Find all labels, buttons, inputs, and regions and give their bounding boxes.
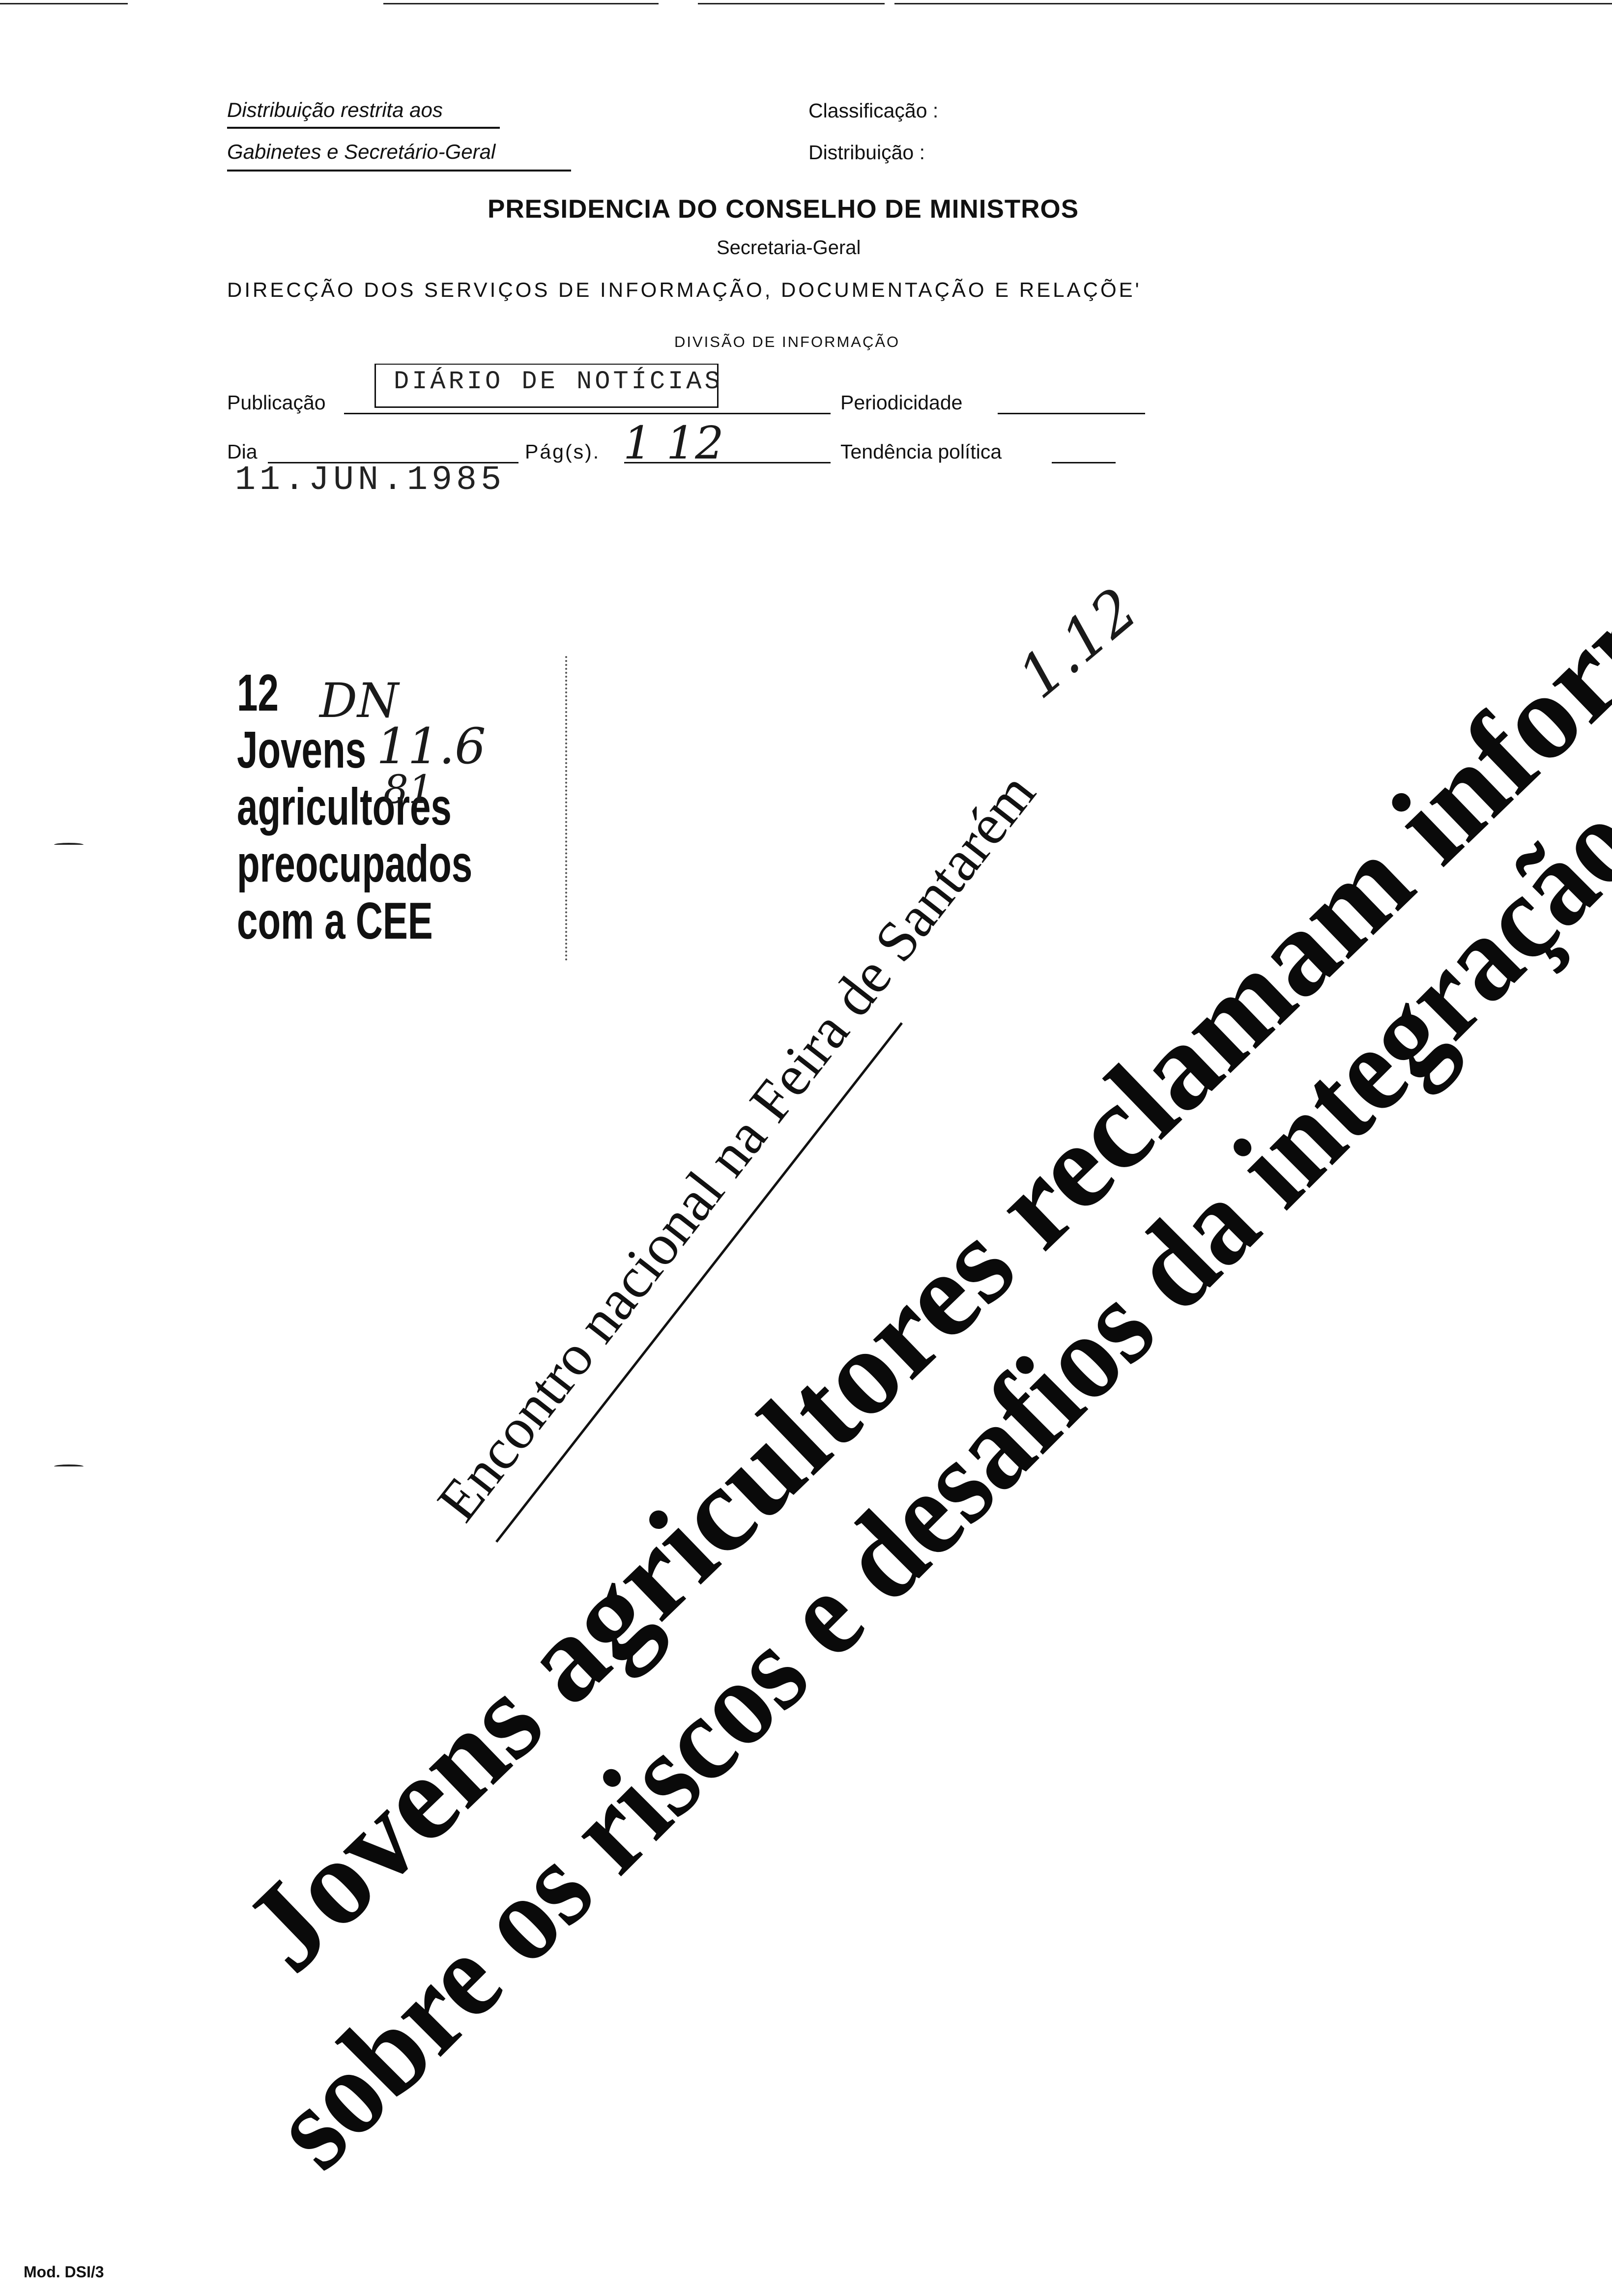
- clipping-page-number: 12: [237, 664, 279, 722]
- clipping-headline-line: com a CEE: [237, 892, 433, 950]
- clipping-headline-line: Jovens: [237, 721, 367, 779]
- margin-mark: [54, 1464, 84, 1468]
- classification-label: Classificação :: [808, 99, 939, 122]
- pages-fill-line: [624, 462, 831, 463]
- clipping-headline-line: preocupados: [237, 835, 473, 893]
- institution-title: PRESIDENCIA DO CONSELHO DE MINISTROS: [488, 195, 1079, 224]
- pages-label: Pág(s).: [525, 440, 601, 463]
- day-fill-line: [268, 462, 518, 463]
- scan-top-rule: [0, 3, 128, 4]
- clipping-border-mark: [565, 656, 567, 961]
- underline: [227, 170, 571, 172]
- scan-top-rule: [894, 3, 1612, 4]
- department-title: DIRECÇÃO DOS SERVIÇOS DE INFORMAÇÃO, DOC…: [227, 278, 1142, 301]
- scan-top-rule: [698, 3, 885, 4]
- secretariat-subtitle: Secretaria-Geral: [717, 237, 861, 258]
- publication-fill-line: [344, 413, 831, 414]
- handwritten-note-date: 11.6: [376, 718, 486, 775]
- pages-handwritten-value: 1 12: [623, 417, 724, 469]
- margin-mark: [54, 843, 84, 847]
- distribution-restriction-line1: Distribuição restrita aos: [227, 98, 443, 121]
- periodicity-fill-line: [998, 413, 1145, 414]
- day-label: Dia: [227, 440, 258, 463]
- distribution-restriction-line2: Gabinetes e Secretário-Geral: [227, 140, 496, 163]
- handwritten-note-year: 81: [383, 767, 433, 812]
- publication-label: Publicação: [227, 391, 326, 414]
- handwritten-article-ref: 1.12: [1006, 575, 1151, 712]
- article-headline-line1: Jovens agricultores reclamam informação: [218, 373, 1612, 1997]
- political-tendency-label: Tendência política: [840, 440, 1002, 463]
- underline: [227, 127, 500, 129]
- form-code: Mod. DSI/3: [24, 2263, 104, 2281]
- periodicity-label: Periodicidade: [840, 391, 963, 414]
- date-stamp: 11.JUN.1985: [235, 461, 506, 500]
- clipping-headline-block: 12 Jovens agricultores preocupados com a…: [237, 664, 564, 949]
- political-tendency-fill-line: [1052, 462, 1116, 463]
- handwritten-note-dn: DN: [319, 673, 399, 728]
- division-title: DIVISÃO DE INFORMAÇÃO: [674, 333, 900, 350]
- clipping-headline-line: agricultores: [237, 778, 452, 836]
- publication-stamp: DIÁRIO DE NOTÍCIAS: [374, 364, 720, 408]
- scan-top-rule: [383, 3, 659, 4]
- distribution-label: Distribuição :: [808, 141, 925, 164]
